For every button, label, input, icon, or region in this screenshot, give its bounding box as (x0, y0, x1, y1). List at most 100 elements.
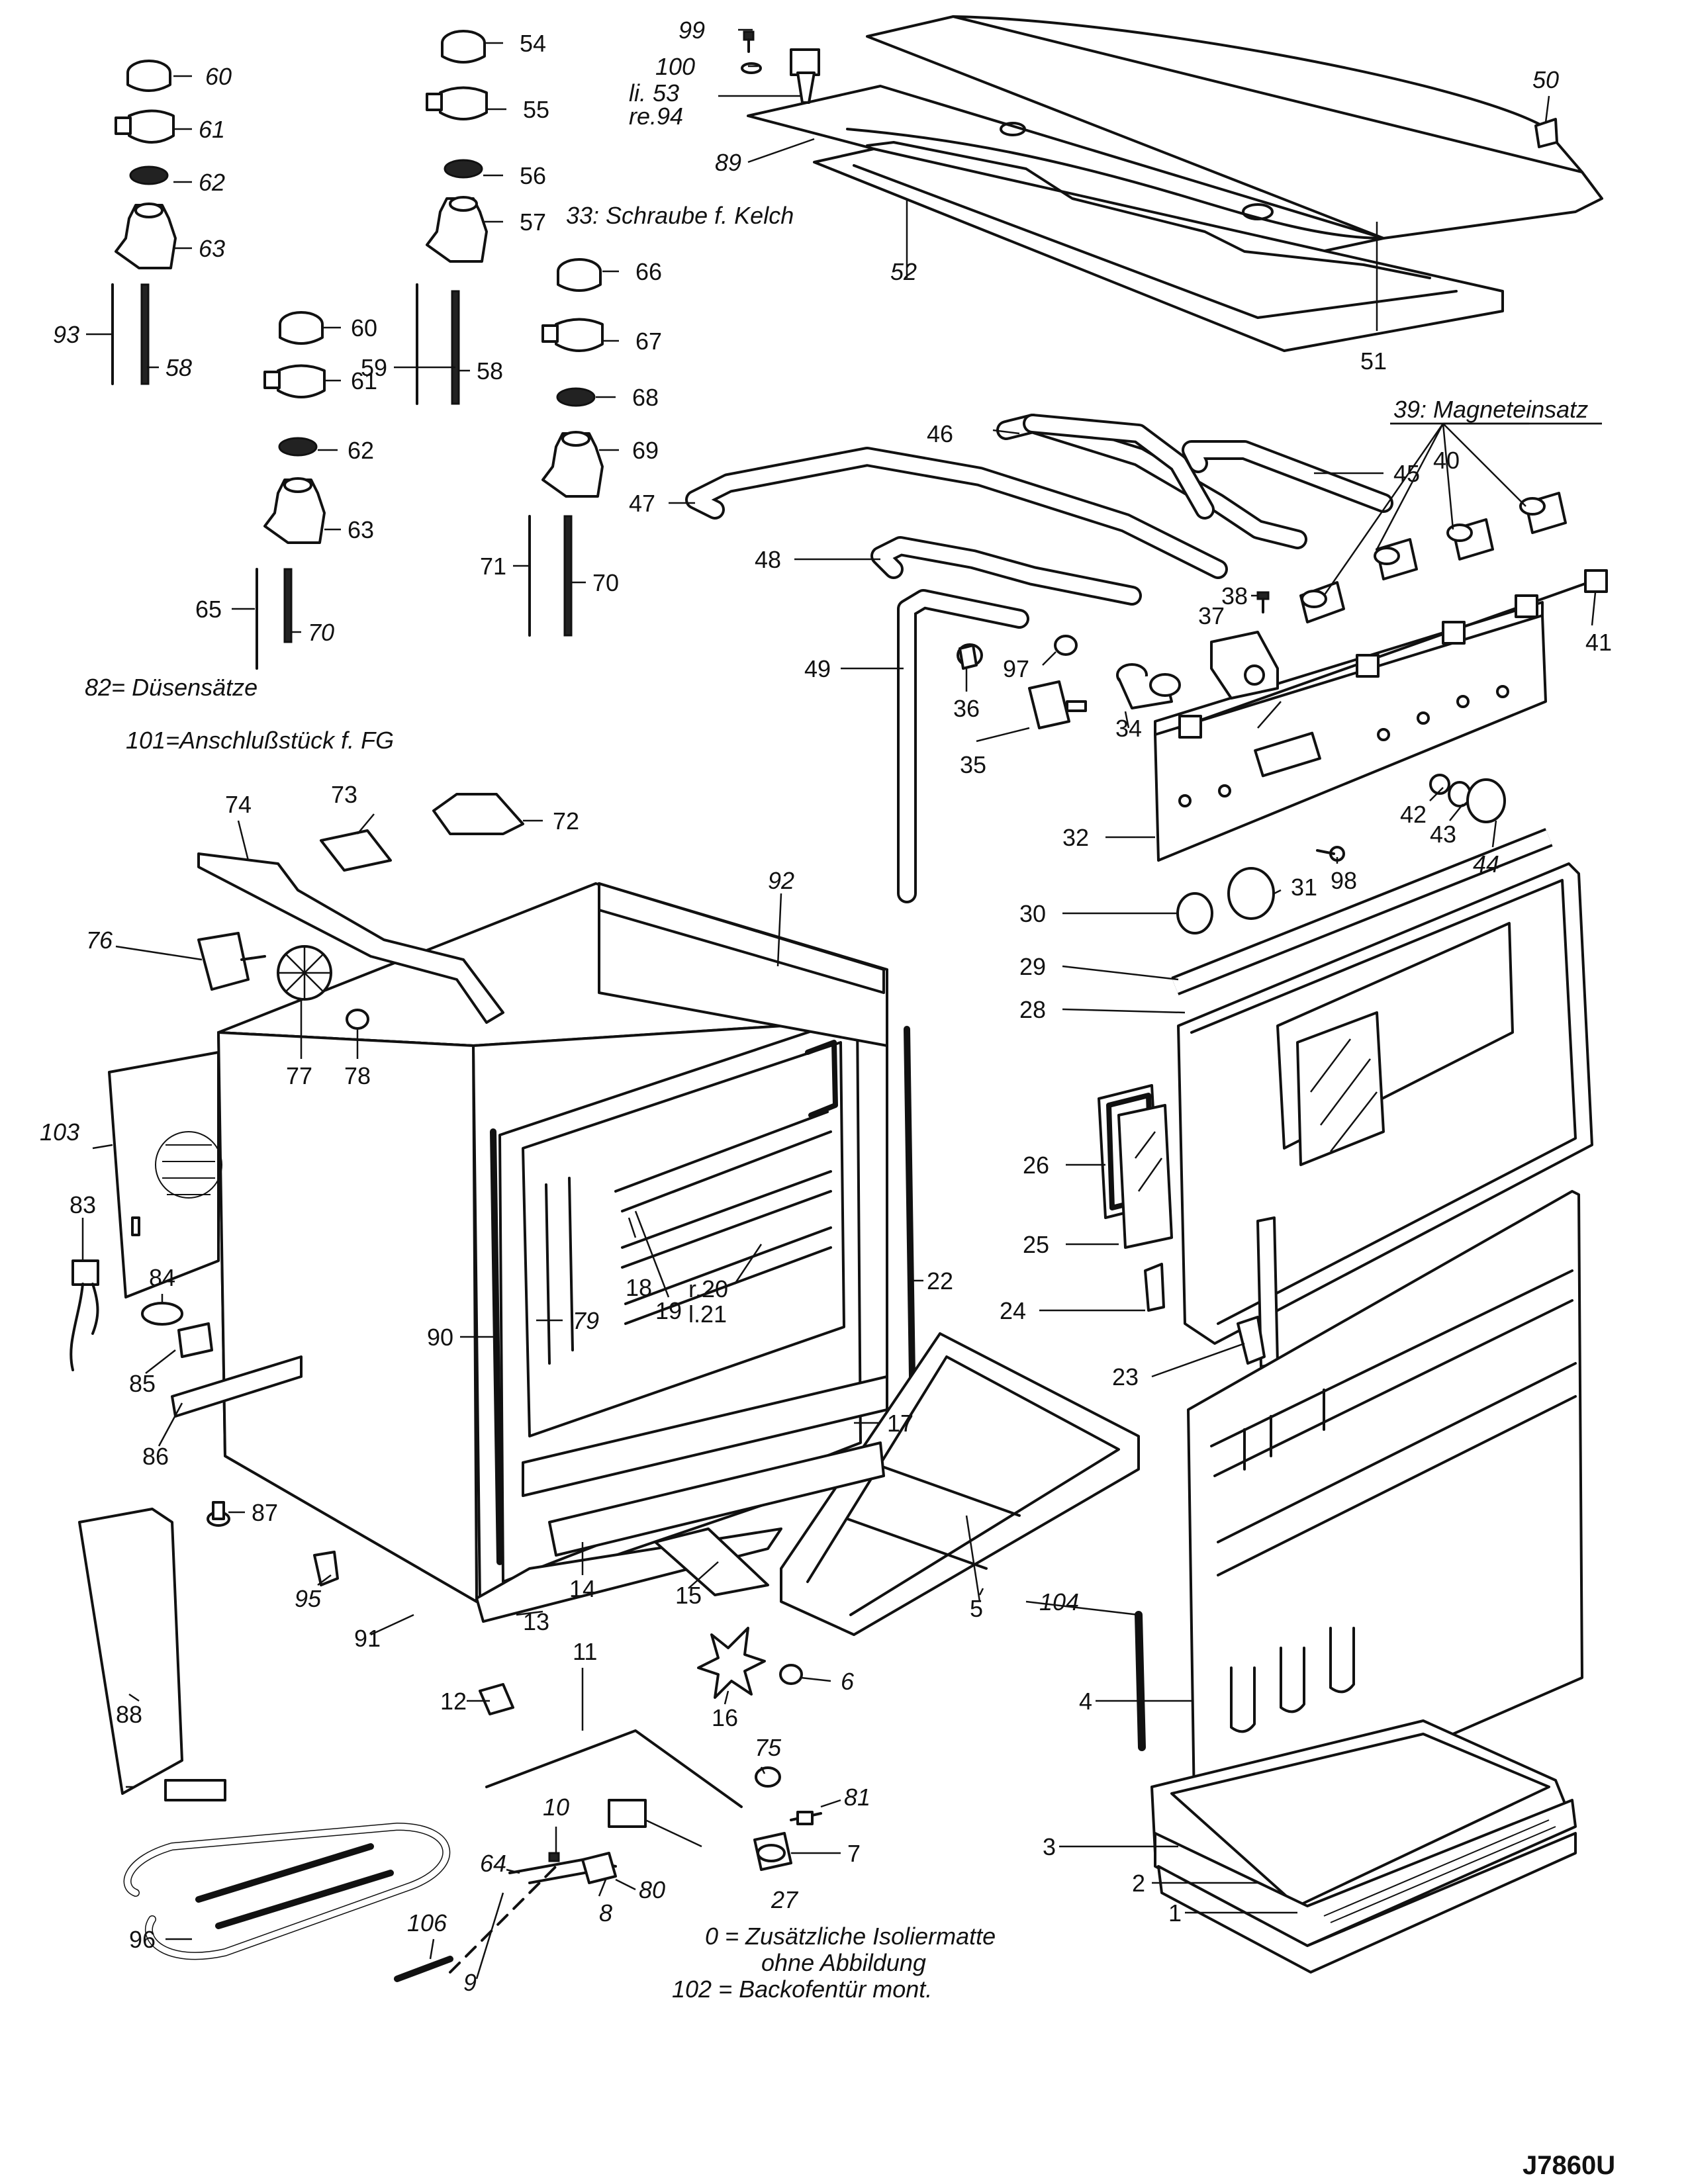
label-93: 93 (53, 321, 79, 348)
label-63b: 63 (348, 516, 374, 543)
label-4: 4 (1079, 1688, 1092, 1715)
label-95: 95 (295, 1585, 322, 1612)
bracket-85 (177, 1322, 213, 1358)
label-69: 69 (632, 437, 659, 464)
label-70b: 70 (308, 619, 334, 646)
label-103: 103 (40, 1118, 79, 1146)
burner-assembly (449, 1852, 617, 1974)
label-48: 48 (755, 546, 781, 573)
label-25: 25 (1023, 1231, 1049, 1258)
label-62: 62 (199, 169, 225, 196)
duct-88 (78, 1508, 183, 1795)
label-57: 57 (520, 208, 546, 236)
part-72 (432, 793, 524, 835)
note-insulation-1: 0 = Zusätzliche Isoliermatte (705, 1923, 996, 1950)
hinge-bracket (790, 48, 820, 104)
label-73: 73 (331, 781, 357, 808)
label-99: 99 (679, 17, 705, 44)
shaft-11 (485, 1729, 743, 1808)
valve-7 (753, 1832, 792, 1871)
label-26: 26 (1023, 1152, 1049, 1179)
label-12: 12 (440, 1688, 467, 1715)
impeller-16 (697, 1627, 766, 1699)
label-64: 64 (480, 1850, 506, 1877)
label-74: 74 (225, 791, 252, 818)
part-97 (1054, 635, 1078, 656)
label-106: 106 (407, 1909, 447, 1936)
label-32: 32 (1062, 824, 1089, 851)
label-40: 40 (1433, 447, 1460, 474)
fuse-83 (70, 1259, 99, 1371)
heating-element-96 (123, 1779, 451, 1960)
label-45: 45 (1393, 460, 1420, 487)
label-63: 63 (199, 235, 225, 262)
part-87 (207, 1501, 230, 1527)
label-51: 51 (1360, 347, 1387, 375)
label-100: 100 (655, 53, 695, 80)
label-59: 59 (361, 354, 387, 381)
part-36 (957, 643, 983, 670)
baking-trays (1150, 1719, 1577, 1974)
label-58: 58 (165, 354, 192, 381)
knob-set-left (115, 60, 177, 269)
label-75: 75 (755, 1734, 782, 1761)
clip-27 (608, 1799, 647, 1828)
label-5: 5 (970, 1595, 983, 1622)
label-9: 9 (463, 1969, 477, 1996)
label-89: 89 (715, 149, 741, 176)
leader-lines (81, 28, 1602, 1979)
label-18: 18 (626, 1274, 652, 1301)
note-magnet: 39: Magneteinsatz (1393, 396, 1589, 423)
terminal-86 (171, 1355, 303, 1418)
label-2: 2 (1132, 1870, 1145, 1897)
label-35: 35 (960, 751, 986, 778)
label-41: 41 (1585, 629, 1612, 656)
label-34: 34 (1115, 715, 1142, 742)
magnet-inserts (1177, 492, 1608, 739)
spindles (111, 283, 573, 670)
washer-100 (741, 62, 762, 74)
screw-10 (548, 1852, 560, 1862)
label-28: 28 (1019, 996, 1046, 1023)
igniter-34 (1116, 663, 1181, 709)
label-11: 11 (573, 1638, 597, 1665)
label-15: 15 (675, 1582, 702, 1609)
label-7: 7 (847, 1840, 861, 1867)
label-19: 19 (655, 1297, 682, 1324)
label-56: 56 (520, 162, 546, 189)
note-connector: 101=Anschlußstück f. FG (126, 727, 395, 754)
hinge-label-right: re.94 (629, 103, 683, 130)
label-16: 16 (712, 1704, 738, 1731)
label-97: 97 (1003, 655, 1029, 682)
label-58b: 58 (477, 357, 503, 385)
oven-door (1098, 828, 1593, 1345)
label-61: 61 (199, 116, 225, 143)
label-8: 8 (599, 1899, 612, 1927)
label-23: 23 (1112, 1363, 1139, 1390)
part-78 (346, 1009, 369, 1030)
label-37: 37 (1198, 602, 1225, 629)
part-95 (313, 1551, 339, 1586)
label-60: 60 (205, 63, 232, 90)
label-71: 71 (480, 553, 506, 580)
note-oven-door: 102 = Backofentür mont. (672, 1976, 933, 2003)
bottom-tray (780, 1332, 1140, 1636)
label-50: 50 (1532, 66, 1559, 93)
label-78: 78 (344, 1062, 371, 1089)
label-68: 68 (632, 384, 659, 411)
label-36: 36 (953, 695, 980, 722)
part-73 (320, 829, 392, 872)
label-47: 47 (629, 490, 655, 517)
screw-99 (743, 30, 755, 53)
hinge-label-left: li. 53 (629, 79, 679, 107)
seal-104 (1135, 1611, 1146, 1751)
label-70a: 70 (592, 569, 619, 596)
note-insulation-2: ohne Abbildung (761, 1949, 926, 1976)
label-30: 30 (1019, 900, 1046, 927)
label-49: 49 (804, 655, 831, 682)
label-62b: 62 (348, 437, 374, 464)
label-31: 31 (1291, 874, 1317, 901)
label-85: 85 (129, 1370, 156, 1397)
label-14: 14 (569, 1575, 596, 1602)
rod-106 (394, 1956, 453, 1982)
